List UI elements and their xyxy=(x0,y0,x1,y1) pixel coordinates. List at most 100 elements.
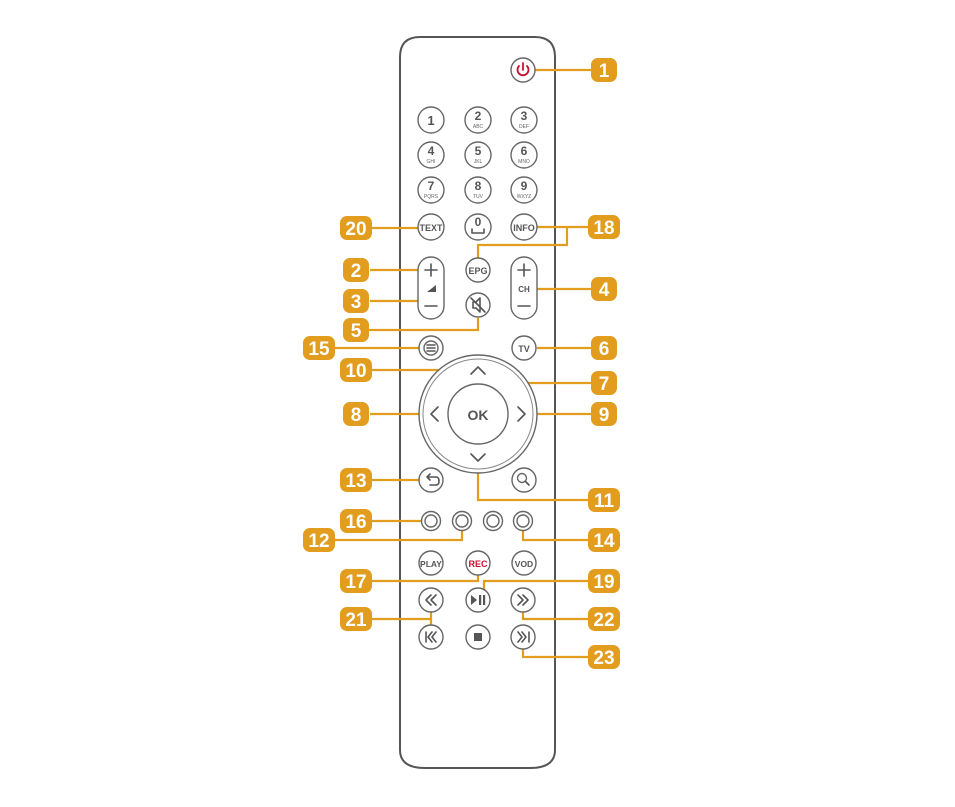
skip-forward-button[interactable] xyxy=(510,624,536,650)
digit-label: 9 xyxy=(521,179,528,193)
digit-button-4[interactable]: 4 GHI xyxy=(417,141,445,169)
callout-number: 18 xyxy=(593,218,614,239)
number-pad: 1 2 ABC 3 DEF 4 GHI 5 JKL 6 MNO xyxy=(417,106,538,241)
digit-label: 4 xyxy=(428,144,435,158)
volume-level-icon xyxy=(427,285,436,292)
callout-badge-19: 19 xyxy=(588,569,620,593)
epg-button-label: EPG xyxy=(468,266,487,276)
search-icon xyxy=(516,472,530,486)
stop-button[interactable] xyxy=(465,624,491,650)
callout-badge-8: 8 xyxy=(343,402,369,426)
text-button-label: TEXT xyxy=(419,223,443,233)
blue-button[interactable] xyxy=(512,510,534,532)
digit-button-1[interactable]: 1 xyxy=(417,106,445,134)
stop-icon xyxy=(474,633,482,641)
callout-line-17 xyxy=(365,574,480,583)
callout-line-18 xyxy=(476,225,595,259)
volume-rocker[interactable] xyxy=(417,256,445,320)
rec-button[interactable]: REC xyxy=(465,550,491,576)
callout-number: 17 xyxy=(345,572,366,593)
mute-icon xyxy=(470,297,486,313)
rec-button-label: REC xyxy=(468,559,488,569)
red-dot xyxy=(424,514,438,528)
digit-button-0[interactable]: 0 xyxy=(464,213,492,241)
callout-number: 9 xyxy=(599,405,610,426)
ok-button-label: OK xyxy=(468,407,489,423)
vod-button-label: VOD xyxy=(515,559,533,569)
digit-label: 8 xyxy=(475,179,482,193)
callout-badge-20: 20 xyxy=(340,216,372,240)
yellow-dot xyxy=(486,514,500,528)
rewind-button[interactable] xyxy=(418,587,444,613)
digit-button-2[interactable]: 2 ABC xyxy=(464,106,492,134)
mute-button[interactable] xyxy=(465,292,491,318)
info-button[interactable]: INFO xyxy=(510,213,538,241)
red-button[interactable] xyxy=(420,510,442,532)
nav-right-button[interactable] xyxy=(517,406,526,422)
digit-label: 6 xyxy=(521,144,528,158)
digit-letters: TUV xyxy=(473,194,484,200)
chevron-up-icon xyxy=(470,366,486,375)
callout-badge-21: 21 xyxy=(340,607,372,631)
callout-badge-11: 11 xyxy=(588,488,620,512)
nav-down-button[interactable] xyxy=(470,453,486,462)
chevron-down-icon xyxy=(470,453,486,462)
green-button[interactable] xyxy=(451,510,473,532)
fast-forward-button[interactable] xyxy=(510,587,536,613)
play-button[interactable]: PLAY xyxy=(418,550,444,576)
channel-rocker[interactable]: CH xyxy=(510,256,538,320)
callout-number: 6 xyxy=(599,339,610,360)
digit-letters: WXYZ xyxy=(517,194,531,200)
callout-number: 3 xyxy=(351,292,362,313)
play-pause-icon xyxy=(471,595,486,605)
callout-line-5 xyxy=(365,318,480,332)
yellow-button[interactable] xyxy=(482,510,504,532)
callout-line-11 xyxy=(476,462,595,502)
callout-line-19 xyxy=(482,579,595,590)
digit-button-5[interactable]: 5 JKL xyxy=(464,141,492,169)
digit-label: 1 xyxy=(427,113,434,128)
callout-line-22 xyxy=(521,610,595,621)
digit-button-9[interactable]: 9 WXYZ xyxy=(510,176,538,204)
tv-button[interactable]: TV xyxy=(511,335,537,361)
callout-badge-13: 13 xyxy=(340,468,372,492)
digit-button-8[interactable]: 8 TUV xyxy=(464,176,492,204)
epg-button[interactable]: EPG xyxy=(465,257,491,283)
vod-button[interactable]: VOD xyxy=(511,550,537,576)
nav-up-button[interactable] xyxy=(470,366,486,375)
callout-badge-15: 15 xyxy=(303,336,335,360)
callout-badge-6: 6 xyxy=(591,336,617,360)
power-icon xyxy=(516,62,530,77)
menu-button[interactable] xyxy=(418,335,444,361)
digit-label: 3 xyxy=(521,109,528,123)
callout-number: 13 xyxy=(345,471,366,492)
digit-label: 0 xyxy=(475,215,482,229)
channel-label: CH xyxy=(518,285,530,294)
chevron-left-icon xyxy=(430,406,439,422)
callout-number: 8 xyxy=(351,405,362,426)
callout-line-23 xyxy=(521,648,595,659)
menu-icon xyxy=(423,340,439,356)
chevron-right-icon xyxy=(517,406,526,422)
digit-button-7[interactable]: 7 PQRS xyxy=(417,176,445,204)
callout-number: 12 xyxy=(308,531,329,552)
digit-button-6[interactable]: 6 MNO xyxy=(510,141,538,169)
digit-letters: PQRS xyxy=(424,194,439,200)
back-button[interactable] xyxy=(418,467,444,493)
play-pause-button[interactable] xyxy=(465,587,491,613)
callout-badge-18: 18 xyxy=(588,215,620,239)
back-icon xyxy=(426,473,440,486)
callout-badge-12: 12 xyxy=(303,528,335,552)
callout-number: 11 xyxy=(594,491,615,512)
callout-number: 10 xyxy=(345,361,366,382)
power-button[interactable] xyxy=(510,57,536,83)
text-button[interactable]: TEXT xyxy=(417,213,445,241)
nav-left-button[interactable] xyxy=(430,406,439,422)
fast-forward-icon xyxy=(517,594,529,606)
ok-button[interactable]: OK xyxy=(447,383,509,445)
skip-back-button[interactable] xyxy=(418,624,444,650)
info-button-label: INFO xyxy=(513,223,535,233)
digit-button-3[interactable]: 3 DEF xyxy=(510,106,538,134)
search-button[interactable] xyxy=(511,467,537,493)
